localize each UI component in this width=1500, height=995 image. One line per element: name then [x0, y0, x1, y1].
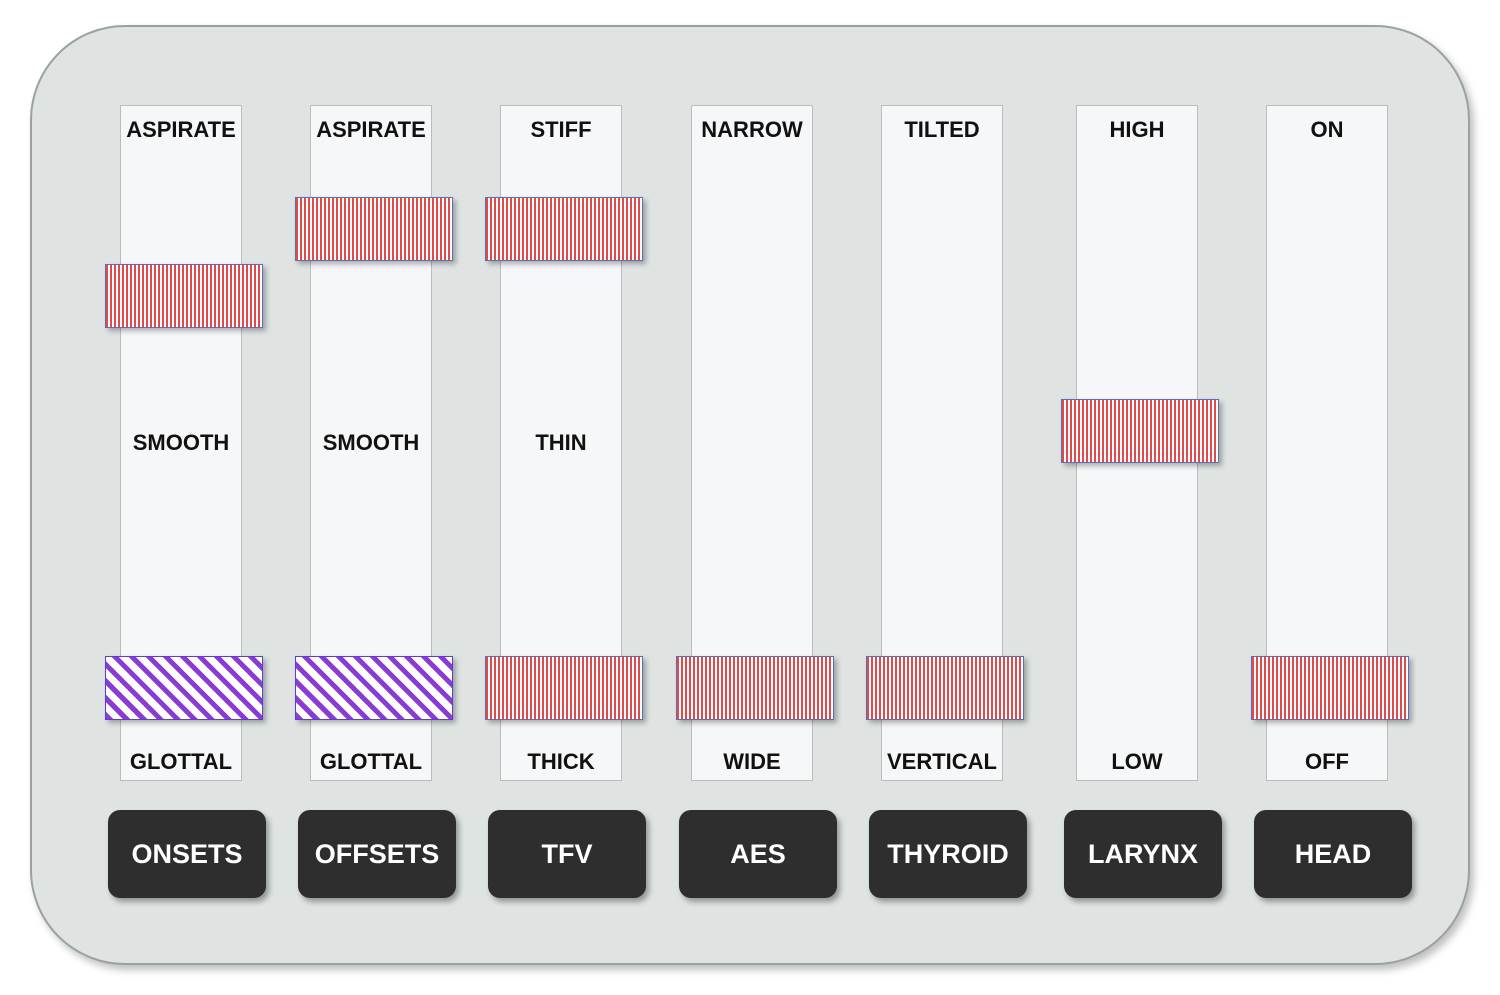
larynx-bottom-label: LOW [1111, 749, 1163, 774]
larynx-top-label: HIGH [1109, 117, 1165, 142]
onsets-mid-label: SMOOTH [132, 430, 230, 455]
offsets-slider-marker[interactable] [295, 656, 453, 720]
offsets-bottom-label: GLOTTAL [319, 749, 423, 774]
thyroid-bottom-label: VERTICAL [887, 749, 997, 774]
aes-bottom-label: WIDE [723, 749, 781, 774]
head-slider-marker[interactable] [1251, 656, 1409, 720]
tfv-button[interactable]: TFV [488, 810, 646, 898]
offsets-top-label: ASPIRATE [316, 117, 426, 142]
offsets-button[interactable]: OFFSETS [298, 810, 456, 898]
aes-slider-marker[interactable] [676, 656, 834, 720]
tfv-bottom-label: THICK [527, 749, 595, 774]
onsets-slider-marker[interactable] [105, 656, 263, 720]
tfv-top-label: STIFF [530, 117, 592, 142]
head-top-label: ON [1310, 117, 1344, 142]
thyroid-button[interactable]: THYROID [869, 810, 1027, 898]
onsets-bottom-label: GLOTTAL [129, 749, 233, 774]
onsets-top-label: ASPIRATE [126, 117, 236, 142]
larynx-slider-marker[interactable] [1061, 399, 1219, 463]
onsets-slider-marker[interactable] [105, 264, 263, 328]
tfv-slider-marker[interactable] [485, 656, 643, 720]
head-button[interactable]: HEAD [1254, 810, 1412, 898]
larynx-button[interactable]: LARYNX [1064, 810, 1222, 898]
thyroid-slider-marker[interactable] [866, 656, 1024, 720]
offsets-slider-marker[interactable] [295, 197, 453, 261]
onsets-button[interactable]: ONSETS [108, 810, 266, 898]
tfv-mid-label: THIN [535, 430, 587, 455]
head-bottom-label: OFF [1305, 749, 1349, 774]
tfv-slider-marker[interactable] [485, 197, 643, 261]
aes-top-label: NARROW [701, 117, 803, 142]
thyroid-top-label: TILTED [904, 117, 980, 142]
offsets-mid-label: SMOOTH [322, 430, 420, 455]
aes-button[interactable]: AES [679, 810, 837, 898]
